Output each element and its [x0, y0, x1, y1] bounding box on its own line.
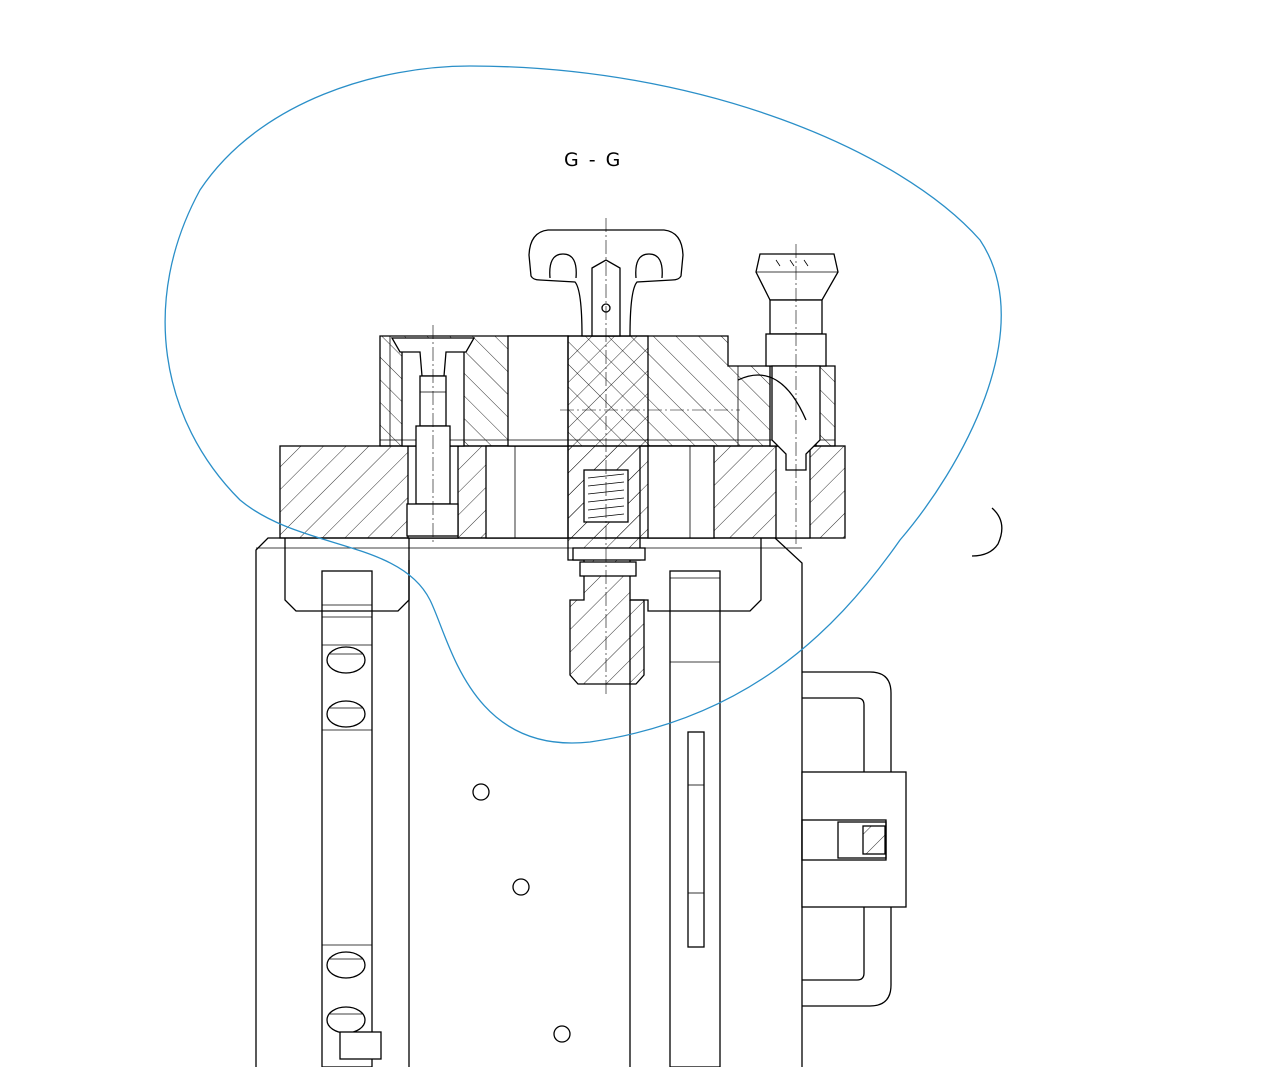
right-guide-rail: [669, 570, 721, 1067]
right-locking-screw: [737, 244, 839, 545]
t-handle-plunger: [528, 218, 740, 695]
side-clamp-bracket: [801, 671, 907, 1007]
revision-cloud: [164, 65, 1002, 744]
left-cap-screw: [390, 325, 476, 545]
section-label: G - G: [564, 149, 622, 171]
view-arc: [971, 507, 1003, 557]
base-plate: [279, 445, 846, 539]
left-guide-rail: [321, 570, 382, 1067]
housing-holes: [472, 783, 571, 1043]
